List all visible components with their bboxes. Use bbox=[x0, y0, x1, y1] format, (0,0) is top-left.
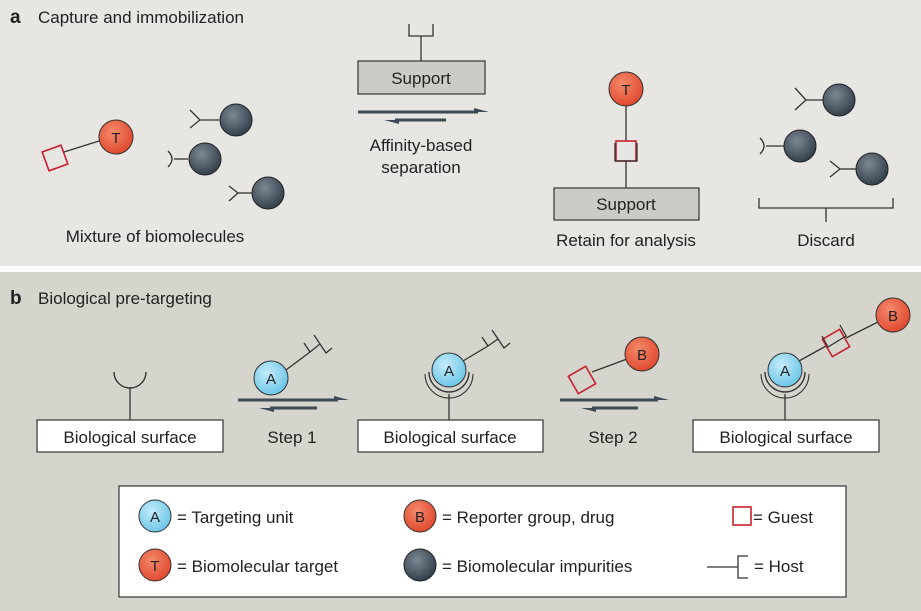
legend-target: T = Biomolecular target bbox=[138, 548, 338, 582]
surface-2-group: A Biological surface bbox=[357, 329, 544, 453]
legend-reporter-label: = Reporter group, drug bbox=[442, 508, 614, 527]
legend-impurities-label: = Biomolecular impurities bbox=[442, 557, 632, 576]
legend-a-letter: A bbox=[150, 509, 160, 526]
panel-b-title: Biological pre-targeting bbox=[38, 289, 212, 308]
discard-impurity-2 bbox=[759, 129, 817, 163]
panel-a-letter: a bbox=[10, 7, 21, 28]
equilibrium-arrows-a bbox=[358, 108, 489, 124]
step2-b-letter: B bbox=[637, 347, 647, 364]
discard-impurity-1 bbox=[794, 83, 856, 117]
surface-1-label: Biological surface bbox=[63, 428, 196, 447]
step1-molecule: A bbox=[253, 334, 333, 396]
support-top: Support bbox=[357, 24, 486, 95]
surface2-a-letter: A bbox=[444, 363, 454, 380]
panel-a-title: Capture and immobilization bbox=[38, 8, 244, 27]
impurity-1 bbox=[189, 103, 253, 137]
legend-host: = Host bbox=[707, 555, 804, 579]
legend-targeting: A = Targeting unit bbox=[138, 499, 294, 533]
legend-host-label: = Host bbox=[754, 557, 804, 576]
guest-square bbox=[41, 144, 69, 172]
surface3-a-letter: A bbox=[780, 363, 790, 380]
support-label: Support bbox=[391, 69, 451, 88]
equilibrium-arrows-step2 bbox=[560, 396, 669, 412]
legend-b-letter: B bbox=[415, 509, 425, 526]
step1-label: Step 1 bbox=[267, 428, 316, 447]
legend-box bbox=[118, 485, 847, 598]
impurity-3 bbox=[228, 176, 285, 210]
retain-label: Retain for analysis bbox=[556, 231, 696, 250]
surface-3-group: A B Biological surface bbox=[692, 297, 911, 453]
support-label-2: Support bbox=[596, 195, 656, 214]
panel-a-background bbox=[0, 0, 921, 266]
panel-b-letter: b bbox=[10, 288, 22, 309]
target-with-guest: T bbox=[41, 119, 134, 172]
surface-2-label: Biological surface bbox=[383, 428, 516, 447]
surface-3-label: Biological surface bbox=[719, 428, 852, 447]
separation-label-line2: separation bbox=[381, 158, 460, 177]
legend-t-letter: T bbox=[150, 558, 159, 575]
discard-impurity-3 bbox=[829, 152, 889, 186]
discard-bracket bbox=[758, 198, 894, 222]
separation-label-line1: Affinity-based bbox=[370, 136, 473, 155]
captured-target-letter: T bbox=[621, 82, 630, 99]
target-letter: T bbox=[111, 130, 120, 147]
legend-reporter: B = Reporter group, drug bbox=[403, 499, 614, 533]
step1-a-letter: A bbox=[266, 371, 276, 388]
surface-1-group: Biological surface bbox=[36, 371, 224, 453]
step2-label: Step 2 bbox=[588, 428, 637, 447]
legend-guest-label: = Guest bbox=[753, 508, 813, 527]
equilibrium-arrows-step1 bbox=[238, 396, 349, 412]
mixture-label: Mixture of biomolecules bbox=[66, 227, 245, 246]
impurity-2 bbox=[167, 142, 222, 176]
legend-target-label: = Biomolecular target bbox=[177, 557, 338, 576]
legend-guest: = Guest bbox=[732, 506, 813, 527]
captured-target: T Support bbox=[553, 71, 700, 221]
legend-targeting-label: = Targeting unit bbox=[177, 508, 294, 527]
surface3-b-letter: B bbox=[888, 308, 898, 325]
target-circle bbox=[98, 119, 134, 155]
step2-molecule: B bbox=[567, 336, 660, 395]
discard-label: Discard bbox=[797, 231, 855, 250]
legend-impurities: = Biomolecular impurities bbox=[403, 548, 632, 582]
